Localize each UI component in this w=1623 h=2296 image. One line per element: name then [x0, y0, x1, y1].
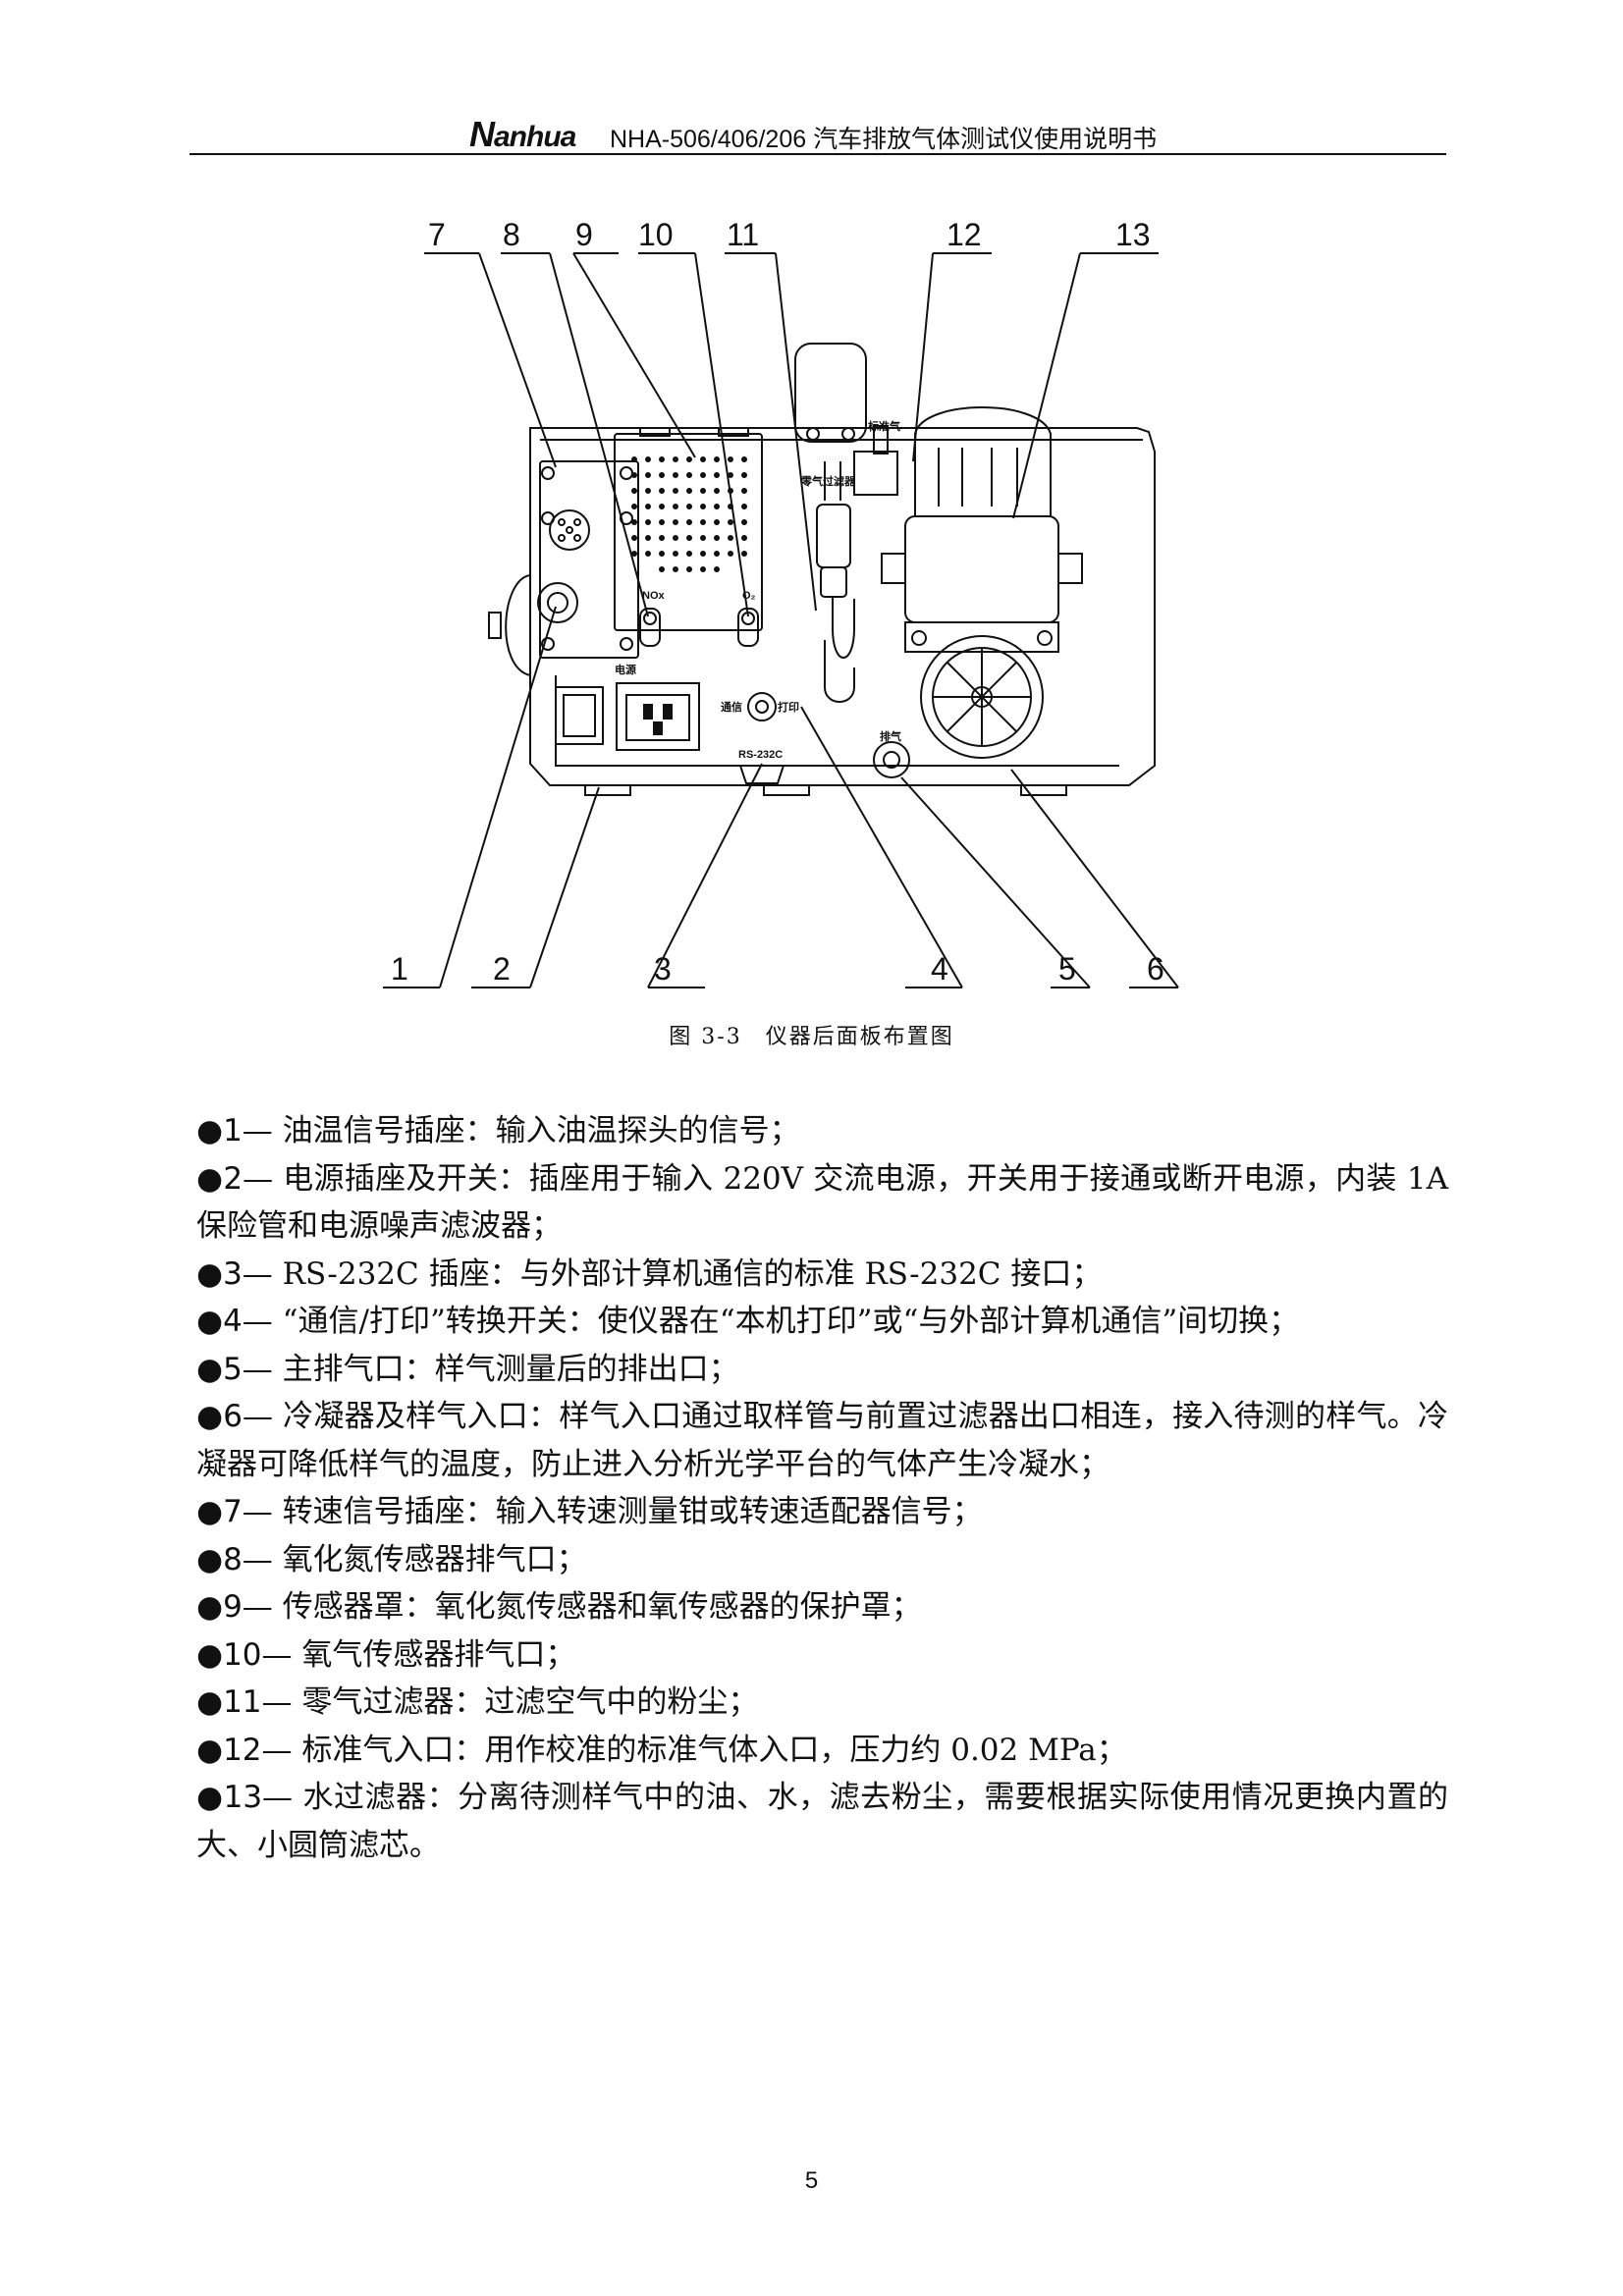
callout-7: 7 [428, 217, 446, 252]
list-item: ●10— 氧气传感器排气口； [196, 1636, 576, 1673]
running-header: Nanhua NHA-506/406/206 汽车排放气体测试仪使用说明书 [189, 108, 1446, 155]
list-item: ●3— RS-232C 插座：与外部计算机通信的标准 RS-232C 接口； [196, 1255, 1103, 1292]
list-item: ●12— 标准气入口：用作校准的标准气体入口，压力约 0.02 MPa； [196, 1732, 1127, 1768]
list-item: ●5— 主排气口：样气测量后的排出口； [196, 1351, 739, 1387]
callout-3: 3 [654, 951, 672, 987]
list-item: ●9— 传感器罩：氧化氮传感器和氧传感器的保护罩； [196, 1589, 922, 1625]
nox-label: NOx [642, 590, 666, 602]
rear-panel-figure: NOx O₂ 电源 通信 打印 RS-232C 排气 零气过滤器 标准气 7 8… [383, 217, 1179, 988]
callout-9: 9 [575, 217, 593, 252]
list-item: ●11— 零气过滤器：过滤空气中的粉尘； [196, 1684, 759, 1720]
print-label: 打印 [778, 700, 799, 714]
callout-2: 2 [493, 951, 511, 987]
rs232c-label: RS-232C [738, 749, 783, 761]
callout-4: 4 [931, 951, 948, 987]
list-item: ●13— 水过滤器：分离待测样气中的油、水，滤去粉尘，需要根据实际使用情况更换内… [196, 1780, 1448, 1863]
zero-gas-filter-label: 零气过滤器 [800, 474, 856, 488]
page-number: 5 [804, 2167, 819, 2194]
document-title: NHA-506/406/206 汽车排放气体测试仪使用说明书 [610, 126, 1158, 153]
list-item: ●6— 冷凝器及样气入口：样气入口通过取样管与前置过滤器出口相连，接入待测的样气… [196, 1399, 1448, 1482]
nanhua-logo: Nanhua [469, 114, 576, 154]
callout-10: 10 [638, 217, 674, 252]
component-description-list: ●1— 油温信号插座：输入油温探头的信号； ●2— 电源插座及开关：插座用于输入… [196, 1107, 1448, 1869]
standard-gas-label: 标准气 [867, 419, 900, 433]
list-item: ●8— 氧化氮传感器排气口； [196, 1541, 587, 1577]
callout-11: 11 [727, 217, 759, 252]
callout-8: 8 [503, 217, 520, 252]
callout-13: 13 [1115, 217, 1151, 252]
list-item: ●1— 油温信号插座：输入油温探头的信号； [196, 1113, 800, 1148]
o2-label: O₂ [742, 590, 756, 602]
list-item: ●7— 转速信号插座：输入转速测量钳或转速适配器信号； [196, 1494, 983, 1529]
list-item: ●2— 电源插座及开关：插座用于输入 220V 交流电源，开关用于接通或断开电源… [196, 1160, 1448, 1245]
callout-6: 6 [1147, 951, 1164, 987]
callout-12: 12 [947, 217, 982, 252]
power-label: 电源 [615, 663, 636, 676]
exhaust-label: 排气 [880, 729, 901, 743]
callout-5: 5 [1058, 951, 1076, 987]
list-item: ●4— “通信/打印”转换开关：使仪器在“本机打印”或“与外部计算机通信”间切换… [196, 1304, 1300, 1339]
figure-caption: 图 3-3 仪器后面板布置图 [669, 1025, 954, 1049]
comm-label: 通信 [721, 700, 742, 714]
callout-1: 1 [391, 951, 408, 987]
